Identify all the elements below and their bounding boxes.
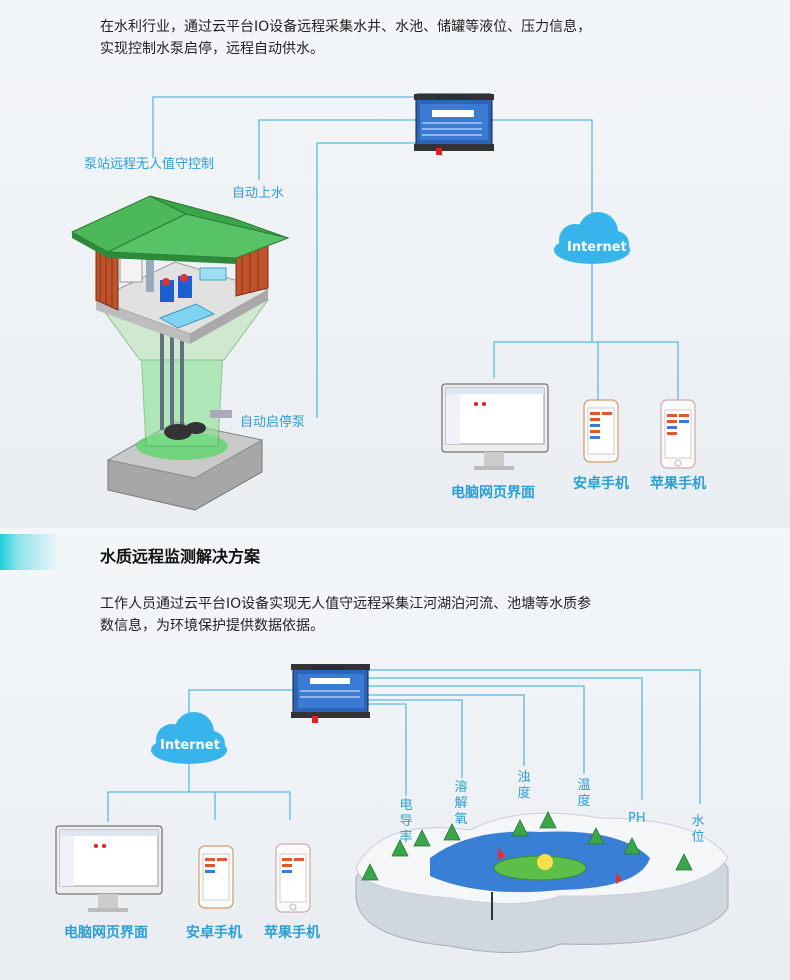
device-name-label-2: JY-DAM0816D	[313, 666, 347, 672]
internet-cloud-icon-2	[151, 712, 227, 764]
pc-monitor-icon-2	[55, 825, 163, 912]
section-title: 水质远程监测解决方案	[100, 547, 261, 566]
turbidity-label: 浊度	[517, 770, 531, 801]
lake-illustration	[355, 811, 729, 954]
pump-station-illustration	[70, 195, 290, 511]
temperature-label: 温度	[577, 778, 591, 809]
section-title-bar	[0, 534, 790, 570]
android-label-2: 安卓手机	[186, 925, 242, 941]
connection-lines-2	[107, 669, 701, 822]
ph-label: PH	[628, 811, 646, 826]
io-device	[414, 93, 494, 155]
water-quality-panel: 水质远程监测解决方案 工作人员通过云平台IO设备实现无人值守远程采集江河湖泊河流…	[0, 528, 790, 980]
android-phone-icon-2	[198, 845, 234, 909]
iphone-label: 苹果手机	[650, 476, 706, 492]
io-device-2	[291, 664, 370, 723]
dissolved-oxygen-label: 溶解氧	[454, 780, 468, 827]
auto-pump-label: 自动启停泵	[240, 415, 306, 430]
pump-station-diagram	[70, 93, 696, 511]
water-level-label: 水位	[691, 814, 705, 845]
iphone-label-2: 苹果手机	[264, 925, 320, 941]
iphone-icon	[660, 399, 696, 469]
connection-lines	[152, 96, 679, 418]
auto-water-label: 自动上水	[232, 186, 285, 201]
conductivity-label: 电导率	[399, 798, 413, 845]
pc-label: 电脑网页界面	[451, 485, 535, 501]
android-label: 安卓手机	[573, 476, 629, 492]
internet-label-2: Internet	[160, 738, 220, 753]
pc-label-2: 电脑网页界面	[64, 925, 148, 941]
device-name-label: JY-DAM0816D	[436, 95, 470, 101]
water-quality-diagram	[55, 664, 729, 954]
pump-station-label: 泵站远程无人值守控制	[84, 157, 215, 172]
internet-cloud-icon	[554, 212, 630, 264]
iphone-icon-2	[275, 843, 311, 913]
intro-text-1: 在水利行业，通过云平台IO设备远程采集水井、水池、储罐等液位、压力信息， 实现控…	[100, 19, 592, 57]
pc-monitor-icon	[441, 383, 549, 470]
pump-station-panel: 在水利行业，通过云平台IO设备远程采集水井、水池、储罐等液位、压力信息， 实现控…	[0, 0, 790, 528]
internet-label: Internet	[567, 240, 627, 255]
android-phone-icon	[583, 399, 619, 463]
intro-text-2: 工作人员通过云平台IO设备实现无人值守远程采集江河湖泊河流、池塘等水质参 数信息…	[100, 596, 592, 634]
